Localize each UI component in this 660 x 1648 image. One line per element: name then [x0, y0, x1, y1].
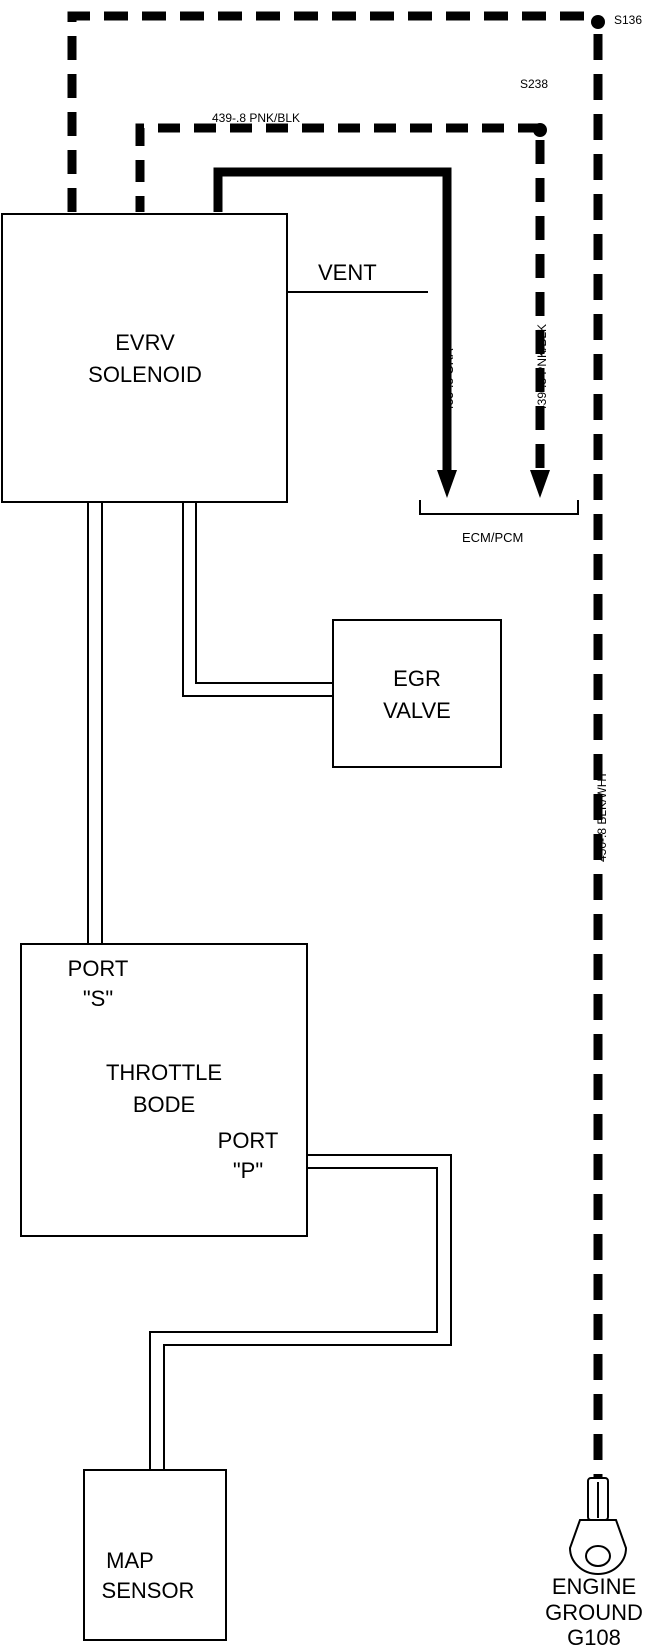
ground-label-1: ENGINE [552, 1574, 636, 1599]
throttle-label-1: THROTTLE [106, 1060, 222, 1085]
ecm-label: ECM/PCM [462, 530, 523, 545]
arrow-pnk-blk [530, 470, 550, 498]
hose-port-p-map [149, 1154, 452, 1470]
map-label-2: SENSOR [102, 1578, 195, 1603]
port-p-label-1: PORT [218, 1128, 279, 1153]
ground-terminal-icon [568, 1477, 628, 1575]
splice-s238-dot [533, 123, 547, 137]
evrv-label-2: SOLENOID [88, 362, 202, 387]
ecm-bracket [419, 500, 579, 515]
port-p-label-2: "P" [233, 1158, 263, 1183]
splice-s136-label: S136 [614, 13, 642, 27]
wire-s238-top-run [135, 123, 540, 212]
evrv-solenoid-box [1, 213, 288, 503]
hose-evrv-egr [182, 502, 333, 697]
wire-ground-label: 450-.8 BLK/WHT [595, 771, 609, 862]
hose-evrv-port-s [87, 502, 103, 944]
arrow-gra [437, 470, 457, 498]
port-s-label-2: "S" [83, 986, 113, 1011]
splice-s238-label: S238 [520, 77, 548, 91]
port-s-label-1: PORT [68, 956, 129, 981]
map-sensor-box [83, 1469, 227, 1641]
wire-top-pnk-blk-label: 439-.8 PNK/BLK [212, 111, 300, 125]
evrv-label-1: EVRV [115, 330, 175, 355]
egr-label-2: VALVE [383, 698, 451, 723]
throttle-label-2: BODE [133, 1092, 195, 1117]
throttle-body-box [20, 943, 308, 1237]
wire-gra [213, 167, 452, 470]
map-label-1: MAP [106, 1548, 154, 1573]
wire-s136-top-run [67, 11, 598, 212]
ground-label-2: GROUND [545, 1600, 643, 1625]
wire-gra-label: 435-.8 GRA [442, 349, 456, 412]
egr-valve-box [332, 619, 502, 768]
ground-label-3: G108 [567, 1625, 621, 1648]
wire-vert-pnk-blk-label: 439-.8 PNK/BLK [535, 324, 549, 412]
egr-label-1: EGR [393, 666, 441, 691]
splice-s136-dot [591, 15, 605, 29]
vent-label: VENT [318, 260, 377, 285]
